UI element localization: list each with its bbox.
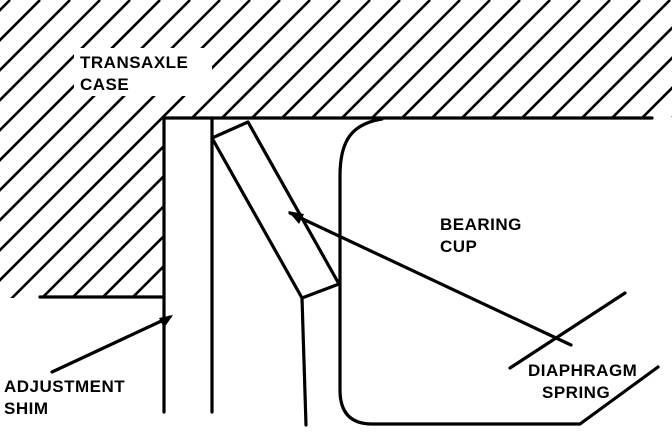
- hatch-line: [0, 0, 41, 298]
- diaphragm-spring-stem: [300, 296, 308, 427]
- bearing-cup: [338, 117, 660, 426]
- diaphragm-spring-arrowhead: [288, 211, 304, 224]
- label-bearing-line2: CUP: [440, 237, 477, 256]
- adjustment-shim-leader: [50, 315, 172, 374]
- hatch-line: [619, 0, 672, 298]
- hatch-line: [349, 0, 671, 298]
- hatch-line: [589, 0, 672, 298]
- transaxle-case-outline: [38, 116, 654, 299]
- bearing-cup-crossing-line: [508, 291, 627, 370]
- hatch-line: [0, 0, 101, 298]
- adjustment-shim-arrowhead: [159, 315, 173, 328]
- label-bearing-line1: BEARING: [440, 215, 522, 234]
- hatch-line: [379, 0, 672, 298]
- hatch-line: [0, 0, 71, 298]
- label-diaphragm-line1: DIAPHRAGM: [528, 361, 637, 380]
- hatch-line: [169, 0, 491, 298]
- label-diaphragm-line2: SPRING: [542, 383, 610, 402]
- label-transaxle-line1: TRANSAXLE: [80, 53, 188, 72]
- hatch-line: [0, 0, 281, 298]
- label-transaxle-line2: CASE: [80, 75, 129, 94]
- hatch-line: [289, 0, 611, 298]
- hatch-line: [199, 0, 521, 298]
- hatch-line: [259, 0, 581, 298]
- hatch-line: [319, 0, 641, 298]
- diaphragm-spring: [210, 120, 341, 300]
- hatch-line: [499, 0, 672, 298]
- hatch-line: [559, 0, 672, 298]
- hatch-line: [0, 0, 311, 298]
- hatch-line: [439, 0, 672, 298]
- label-shim-line1: ADJUSTMENT: [4, 377, 125, 396]
- hatch-line: [229, 0, 551, 298]
- label-shim-line2: SHIM: [4, 399, 49, 418]
- diaphragm-spring-leader: [288, 211, 573, 347]
- hatch-line: [409, 0, 672, 298]
- case-label-knockout: [74, 48, 212, 96]
